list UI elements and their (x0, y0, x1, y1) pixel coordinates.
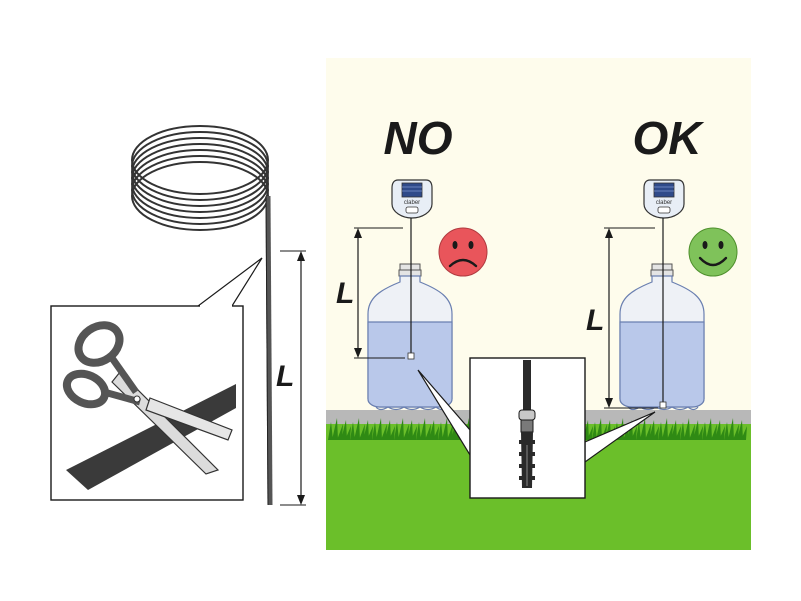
length-label-ok: L (586, 304, 604, 337)
hose-coil-icon (131, 125, 273, 506)
stake-collar (518, 409, 536, 421)
drip-device-no (391, 179, 433, 219)
tube-tip-no (407, 352, 415, 360)
no-label: NO (384, 112, 453, 164)
ok-setup: claber L (586, 179, 705, 411)
length-label-hose: L (276, 360, 294, 393)
ok-label: OK (633, 112, 705, 164)
drip-device-ok (643, 179, 685, 219)
device-brand-ok: claber (656, 200, 672, 206)
hose-length-dimension: L (276, 250, 306, 506)
sad-face-icon (438, 227, 488, 277)
tube-closeup (523, 360, 531, 412)
happy-face-icon (688, 227, 738, 277)
device-brand-no: claber (404, 200, 420, 206)
cut-callout (50, 257, 263, 501)
scissors-icon (62, 321, 233, 475)
length-label-no: L (336, 277, 354, 310)
hose-being-cut (66, 384, 236, 490)
tube-tip-ok (659, 401, 667, 409)
no-setup: claber L (336, 179, 453, 411)
tip-detail-callout (417, 357, 656, 499)
